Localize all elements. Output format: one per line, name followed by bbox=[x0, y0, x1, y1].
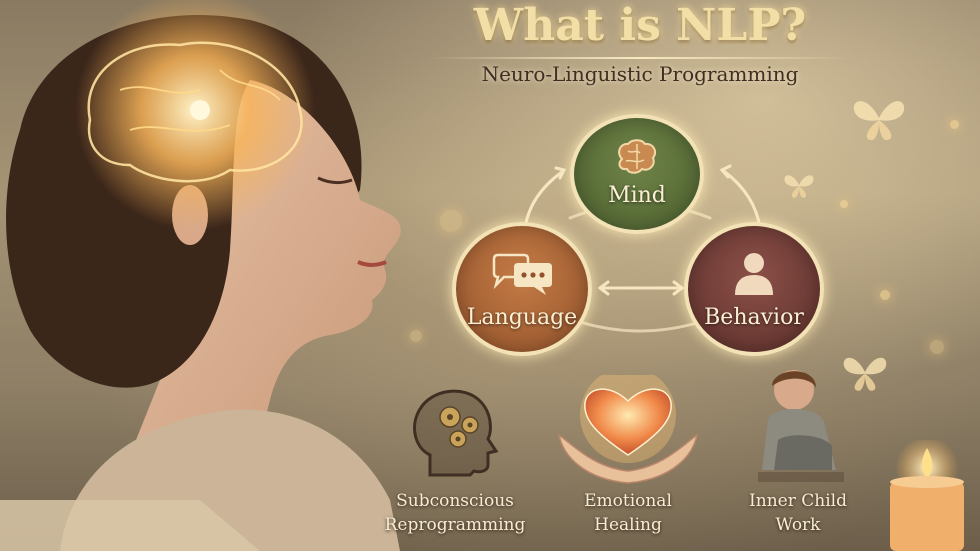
candle-icon bbox=[890, 440, 964, 551]
feature-label-line2: Work bbox=[775, 515, 821, 535]
bokeh-light bbox=[950, 120, 959, 129]
bokeh-light bbox=[440, 210, 462, 232]
child-icon bbox=[758, 370, 844, 482]
language-label: Language bbox=[466, 305, 578, 330]
mind-label: Mind bbox=[608, 183, 666, 208]
feature-subconscious-reprogramming: Subconscious Reprogramming bbox=[380, 375, 530, 537]
bokeh-light bbox=[930, 340, 944, 354]
arrow-language-to-mind bbox=[523, 170, 564, 230]
bokeh-light bbox=[880, 290, 890, 300]
speech-bubbles-icon bbox=[492, 253, 552, 295]
butterfly-icon bbox=[853, 101, 905, 141]
feature-label-line2: Healing bbox=[594, 515, 662, 535]
bokeh-light bbox=[410, 330, 422, 342]
page-subtitle: Neuro-Linguistic Programming bbox=[481, 62, 799, 86]
mind-circle: Mind bbox=[570, 114, 704, 234]
behavior-circle: Behavior bbox=[684, 222, 824, 356]
feature-label-line1: Emotional bbox=[584, 491, 672, 511]
butterfly-icon bbox=[843, 357, 887, 391]
title-divider bbox=[430, 57, 850, 59]
cycle-arrows bbox=[523, 164, 762, 333]
arrow-behavior-to-mind bbox=[723, 170, 762, 230]
feature-emotional-healing: Emotional Healing bbox=[548, 367, 708, 537]
feature-label-line2: Reprogramming bbox=[384, 515, 526, 535]
woman-profile-illustration bbox=[0, 0, 430, 551]
brain-icon bbox=[618, 139, 656, 174]
heart-hands-icon bbox=[557, 367, 699, 484]
language-circle: Language bbox=[452, 222, 592, 356]
page-title: What is NLP? bbox=[473, 0, 807, 51]
feature-label-line1: Inner Child bbox=[749, 491, 847, 511]
head-gears-icon bbox=[413, 389, 499, 477]
feature-inner-child-work: Inner Child Work bbox=[718, 360, 878, 537]
person-icon bbox=[735, 253, 773, 295]
bokeh-light bbox=[840, 200, 848, 208]
behavior-label: Behavior bbox=[704, 305, 804, 330]
feature-label-line1: Subconscious bbox=[396, 491, 514, 511]
butterfly-icon bbox=[784, 175, 814, 198]
